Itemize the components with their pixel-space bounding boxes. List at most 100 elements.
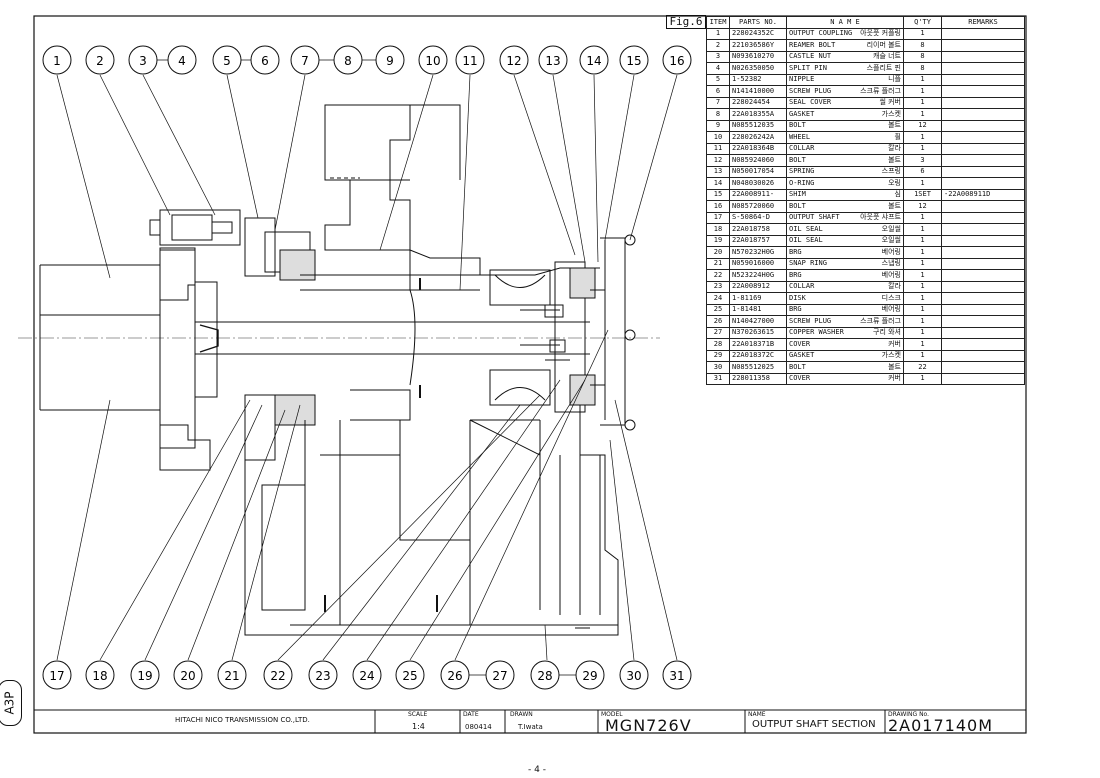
sheet-size-badge: A3P: [0, 680, 22, 726]
cell-remarks: [941, 246, 1025, 259]
cell-remarks: [941, 315, 1025, 328]
cell-part-no: 22A018372C: [729, 349, 787, 362]
cell-name-en: SPRING: [789, 167, 815, 176]
callout-1: 1: [53, 54, 61, 68]
cell-name-ko: 커버: [888, 339, 901, 348]
callout-26: 26: [447, 669, 462, 683]
callout-3: 3: [139, 54, 147, 68]
drawn-label: DRAWN: [510, 711, 533, 718]
cell-name-ko: 커버: [888, 374, 901, 383]
cell-item: 4: [706, 62, 730, 75]
model-value: MGN726V: [605, 716, 692, 735]
cell-part-no: N570232H0G: [729, 246, 787, 259]
cell-item: 8: [706, 108, 730, 121]
cell-name-ko: 스플리트 핀: [866, 63, 901, 72]
cell-item: 25: [706, 303, 730, 316]
cell-part-no: 228011358: [729, 372, 787, 385]
cell-name-en: BOLT: [789, 121, 806, 130]
cell-name-en: BOLT: [789, 155, 806, 164]
cell-qty: 22: [903, 361, 942, 374]
callout-23: 23: [315, 669, 330, 683]
cell-part-no: 22A008912: [729, 280, 787, 293]
cell-name-ko: 아웃풋 샤프트: [860, 213, 901, 222]
cell-name-ko: 볼트: [888, 362, 901, 371]
cell-name-en: GASKET: [789, 109, 815, 118]
callout-4: 4: [178, 54, 186, 68]
cell-part-no: N085512025: [729, 361, 787, 374]
drawn-value: T.Iwata: [518, 723, 543, 731]
cell-name-en: BRG: [789, 247, 802, 256]
cell-item: 15: [706, 188, 730, 201]
callout-22: 22: [270, 669, 285, 683]
cell-qty: 12: [903, 200, 942, 213]
cell-part-no: N370263615: [729, 326, 787, 339]
callouts-top: 1 2 3 4 5 6 7 8 9 10 11 12 13 14 15 16: [42, 45, 692, 75]
cell-item: 24: [706, 292, 730, 305]
cell-item: 31: [706, 372, 730, 385]
cell-name-en: BOLT: [789, 362, 806, 371]
cell-name-en: BOLT: [789, 201, 806, 210]
cell-part-no: N085512035: [729, 119, 787, 132]
cell-name-ko: 볼트: [888, 155, 901, 164]
cell-name: BOLT 볼트: [786, 154, 904, 167]
cell-item: 10: [706, 131, 730, 144]
section-drawing: [39, 104, 636, 636]
date-label: DATE: [463, 711, 479, 718]
callout-2: 2: [96, 54, 104, 68]
cell-remarks: [941, 154, 1025, 167]
cell-item: 3: [706, 50, 730, 63]
cell-remarks: [941, 269, 1025, 282]
cell-part-no: 1-52382: [729, 73, 787, 86]
cell-part-no: 22A018364B: [729, 142, 787, 155]
cell-qty: 1: [903, 211, 942, 224]
cell-item: 7: [706, 96, 730, 109]
cell-qty: 1: [903, 27, 942, 40]
title-block-frame: [33, 709, 1027, 734]
callout-19: 19: [137, 669, 152, 683]
cell-remarks: [941, 85, 1025, 98]
cell-remarks: [941, 257, 1025, 270]
cell-remarks: [941, 96, 1025, 109]
cell-name-en: WHEEL: [789, 132, 811, 141]
cell-qty: 1: [903, 85, 942, 98]
cell-item: 28: [706, 338, 730, 351]
parts-table-header: ITEM PARTS NO. N A M E Q'TY REMARKS: [706, 16, 1025, 29]
cell-item: 6: [706, 85, 730, 98]
company-name: HITACHI NICO TRANSMISSION CO.,LTD.: [175, 716, 310, 724]
cell-qty: 8: [903, 39, 942, 52]
header-part-no: PARTS NO.: [729, 16, 787, 29]
cell-part-no: 22A018758: [729, 223, 787, 236]
cell-remarks: [941, 234, 1025, 247]
name-label: NAME: [748, 711, 766, 718]
cell-item: 16: [706, 200, 730, 213]
cell-qty: 6: [903, 165, 942, 178]
callouts-bottom: 17 18 19 20 21 22 23 24 25 26 27 28 29 3…: [42, 660, 692, 690]
cell-name-ko: 구리 와셔: [873, 328, 901, 337]
cell-part-no: 1-81169: [729, 292, 787, 305]
cell-remarks: [941, 39, 1025, 52]
cell-name-ko: 심: [894, 190, 901, 199]
header-qty: Q'TY: [903, 16, 942, 29]
header-name: N A M E: [786, 16, 904, 29]
scale-label: SCALE: [408, 711, 428, 718]
cell-name-en: BRG: [789, 305, 802, 314]
cell-qty: 1: [903, 303, 942, 316]
callout-7: 7: [301, 54, 309, 68]
